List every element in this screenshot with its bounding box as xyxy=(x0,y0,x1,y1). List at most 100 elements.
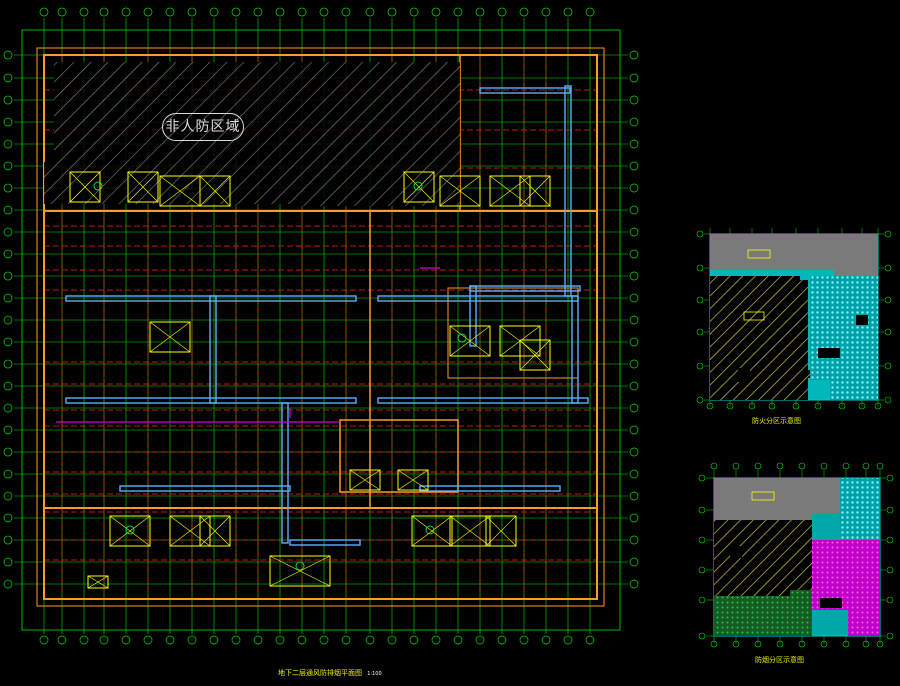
axis-bubble xyxy=(629,381,639,391)
axis-bubble xyxy=(629,337,639,347)
axis-bubble xyxy=(629,161,639,171)
axis-bubble xyxy=(629,403,639,413)
axis-bubble xyxy=(629,50,639,60)
axis-bubble xyxy=(748,402,756,410)
axis-bubble xyxy=(57,7,67,17)
axis-bubble xyxy=(886,596,894,604)
main-plan-scale: 1:100 xyxy=(367,671,382,677)
non-civil-defense-zone-hatch xyxy=(44,62,460,206)
axis-bubble xyxy=(341,635,351,645)
axis-bubble xyxy=(3,359,13,369)
axis-bubble xyxy=(143,635,153,645)
axis-bubble xyxy=(629,447,639,457)
non-civil-defense-stamp: 非人防区域 xyxy=(162,113,244,141)
axis-bubble xyxy=(475,7,485,17)
axis-bubble xyxy=(629,315,639,325)
fire-zone-diagram xyxy=(696,228,892,410)
axis-bubble xyxy=(541,7,551,17)
axis-bubble xyxy=(231,7,241,17)
axis-bubble xyxy=(3,491,13,501)
axis-bubble xyxy=(563,7,573,17)
axis-bubble xyxy=(629,95,639,105)
equipment-cross xyxy=(199,175,231,207)
zone-bottom-callouts xyxy=(730,491,842,608)
equipment-room xyxy=(519,339,551,371)
axis-bubble xyxy=(876,462,884,470)
axis-bubble xyxy=(3,513,13,523)
axis-bubble xyxy=(187,7,197,17)
axis-bubble xyxy=(585,7,595,17)
axis-bubble xyxy=(3,337,13,347)
equipment-room xyxy=(411,515,453,547)
equipment-cross xyxy=(519,175,551,207)
axis-bubble xyxy=(3,183,13,193)
axis-bubble xyxy=(79,635,89,645)
axis-bubble xyxy=(842,462,850,470)
axis-bubble xyxy=(541,635,551,645)
axis-bubble xyxy=(696,230,704,238)
axis-bubble xyxy=(768,402,776,410)
axis-bubble xyxy=(453,635,463,645)
axis-bubble xyxy=(387,7,397,17)
equipment-rooms xyxy=(69,171,551,589)
fan-symbol xyxy=(125,525,135,535)
axis-bubble xyxy=(776,462,784,470)
axis-bubble xyxy=(798,640,806,648)
axis-bubble xyxy=(696,396,704,404)
axis-bubble xyxy=(886,506,894,514)
axis-bubble xyxy=(209,635,219,645)
axis-bubble xyxy=(497,7,507,17)
fan-symbol xyxy=(413,181,423,191)
equipment-cross xyxy=(397,469,429,491)
axis-bubble xyxy=(886,474,894,482)
axis-bubble xyxy=(698,474,706,482)
axis-bubble xyxy=(3,73,13,83)
axis-bubble xyxy=(431,7,441,17)
axis-bubble xyxy=(3,95,13,105)
axis-bubble xyxy=(253,635,263,645)
equipment-cross xyxy=(349,469,381,491)
axis-bubble xyxy=(231,635,241,645)
equipment-cross xyxy=(449,515,491,547)
axis-bubble xyxy=(858,402,866,410)
axis-bubble xyxy=(3,403,13,413)
axis-bubble xyxy=(3,50,13,60)
axis-bubble xyxy=(3,205,13,215)
axis-bubble xyxy=(696,328,704,336)
axis-bubble xyxy=(629,535,639,545)
equipment-cross xyxy=(489,175,531,207)
axis-bubble xyxy=(165,635,175,645)
axis-bubble xyxy=(3,315,13,325)
axis-bubble xyxy=(698,596,706,604)
axis-bubble xyxy=(99,635,109,645)
equipment-room xyxy=(69,171,101,203)
axis-bubble xyxy=(629,271,639,281)
axis-bubble xyxy=(732,462,740,470)
fan-symbol xyxy=(295,561,305,571)
axis-bubble xyxy=(726,402,734,410)
fan-symbol xyxy=(93,181,103,191)
equipment-room xyxy=(349,469,381,491)
axis-bubble xyxy=(3,117,13,127)
axis-bubble xyxy=(497,635,507,645)
equipment-room xyxy=(439,175,481,207)
equipment-room xyxy=(169,515,211,547)
axis-bubble xyxy=(629,579,639,589)
equipment-cross xyxy=(87,575,109,589)
axis-bubble xyxy=(886,536,894,544)
axis-bubble xyxy=(387,635,397,645)
axis-bubble xyxy=(365,635,375,645)
equipment-cross xyxy=(519,339,551,371)
walls xyxy=(36,47,605,607)
axis-bubble xyxy=(814,402,822,410)
axis-bubble xyxy=(3,271,13,281)
axis-bubble xyxy=(585,635,595,645)
axis-bubble xyxy=(431,635,441,645)
equipment-cross xyxy=(159,175,201,207)
equipment-cross xyxy=(127,171,159,203)
axis-bubble xyxy=(3,139,13,149)
axis-bubble xyxy=(629,513,639,523)
axis-bubble xyxy=(698,506,706,514)
axis-bubble xyxy=(409,7,419,17)
equipment-room xyxy=(87,575,109,589)
